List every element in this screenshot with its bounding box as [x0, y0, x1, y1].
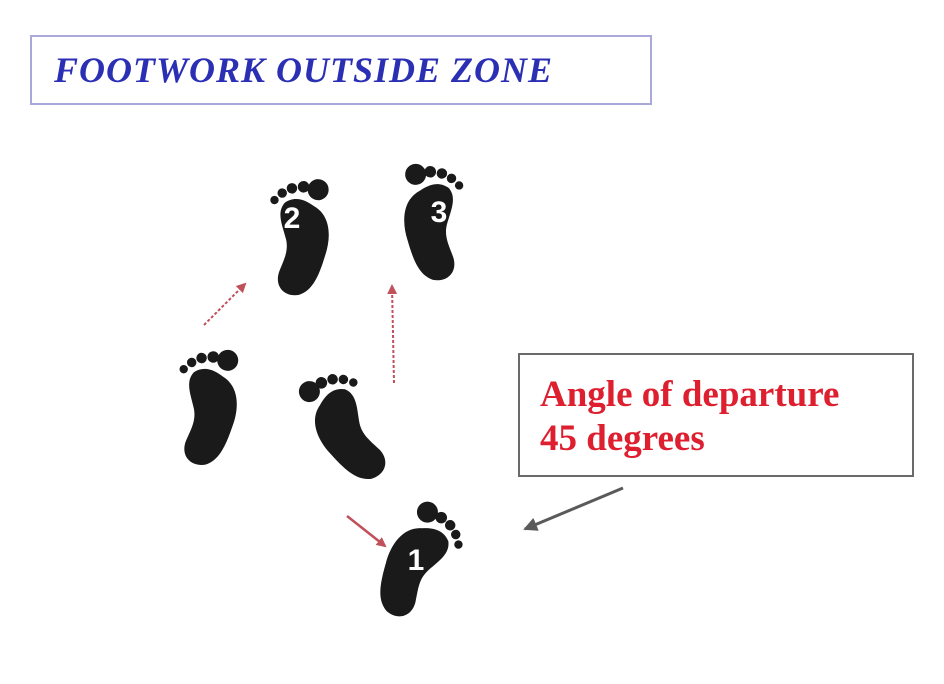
footprint-right-start: [292, 360, 402, 492]
step-number-3: 3: [431, 196, 448, 229]
footprint-2: [265, 176, 332, 297]
step-number-1: 1: [408, 544, 425, 577]
angle-note-line-2: 45 degrees: [540, 418, 705, 459]
step-arrow-to-3: [387, 284, 398, 384]
step-number-2: 2: [284, 202, 301, 235]
note-pointer-arrow: [523, 486, 624, 531]
angle-note-box: Angle of departure 45 degrees: [518, 353, 914, 477]
step-arrow-to-2: [203, 282, 247, 326]
angle-note-line-1: Angle of departure: [540, 374, 840, 415]
title-box: FOOTWORK OUTSIDE ZONE: [30, 35, 652, 105]
footprint-left-start: [171, 345, 242, 468]
diagram-title: FOOTWORK OUTSIDE ZONE: [54, 50, 554, 90]
step-arrow-to-1: [346, 515, 387, 548]
